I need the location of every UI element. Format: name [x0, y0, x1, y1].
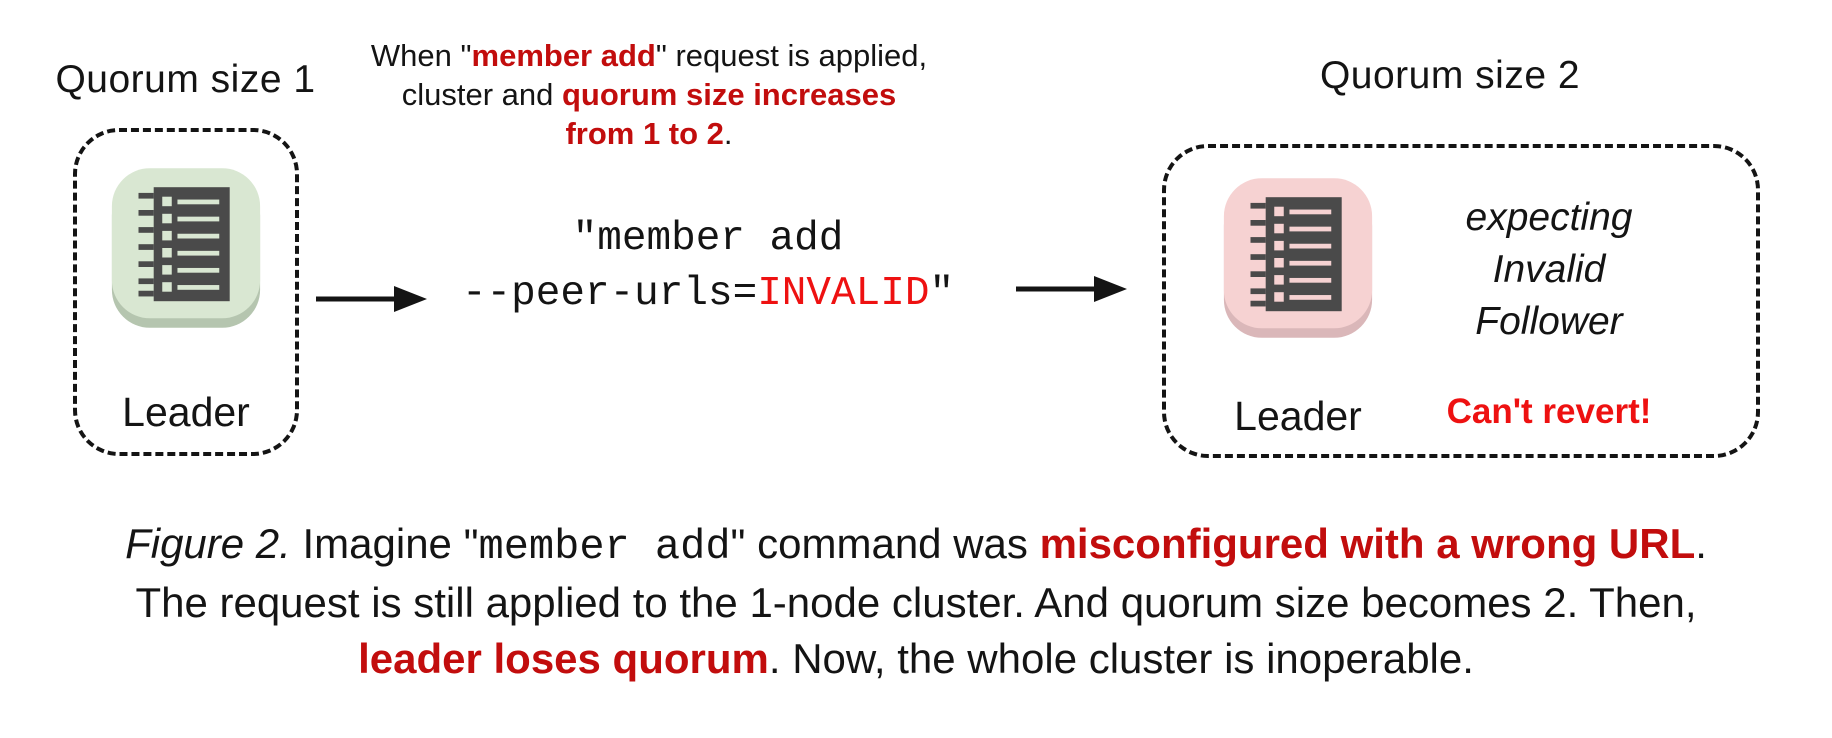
expecting-invalid-follower-note: expecting Invalid Follower: [1465, 196, 1633, 343]
text-segment: . Now, the whole cluster is inoperable.: [768, 635, 1474, 682]
left-node-label: Leader: [122, 389, 250, 435]
right-node: Leader: [1222, 176, 1374, 440]
text-segment: ": [929, 271, 955, 317]
text-segment: leader loses quorum: [358, 635, 769, 682]
right-node-label: Leader: [1234, 393, 1362, 439]
ledger-icon: [1223, 178, 1373, 338]
text-segment: quorum size increases from 1 to 2: [562, 77, 897, 151]
right-cluster-boundary: Leader expecting Invalid Follower Can't …: [1162, 144, 1760, 458]
text-segment: "member add --peer-urls=: [461, 216, 844, 317]
cant-revert-warning: Can't revert!: [1446, 392, 1652, 431]
text-segment: Figure 2.: [125, 520, 291, 567]
member-add-annotation: When "member add" request is applied, cl…: [346, 36, 952, 153]
left-cluster-boundary: Leader: [73, 128, 299, 456]
ledger-icon: [111, 168, 261, 328]
text-segment: misconfigured with a wrong URL: [1039, 520, 1696, 567]
text-segment: " command was: [730, 520, 1040, 567]
right-cluster-title: Quorum size 2: [1319, 54, 1581, 97]
member-add-command: "member add --peer-urls=INVALID": [408, 210, 1008, 320]
text-segment: Imagine ": [290, 520, 479, 567]
right-cluster-notes: expecting Invalid Follower Can't revert!: [1394, 176, 1704, 440]
text-segment: member add: [478, 523, 731, 571]
arrow-right-icon: [316, 286, 427, 312]
text-segment: member add: [471, 38, 656, 73]
arrow-right-icon: [1016, 276, 1127, 302]
text-segment: When ": [370, 38, 472, 73]
text-segment: . The request is still applied to the 1-…: [135, 520, 1707, 626]
text-segment: .: [723, 116, 733, 151]
left-cluster-title: Quorum size 1: [55, 58, 316, 101]
text-segment: " request is applied, cluster and: [401, 38, 928, 112]
text-segment: INVALID: [757, 271, 930, 317]
figure-caption: Figure 2. Imagine "member add" command w…: [0, 516, 1832, 687]
